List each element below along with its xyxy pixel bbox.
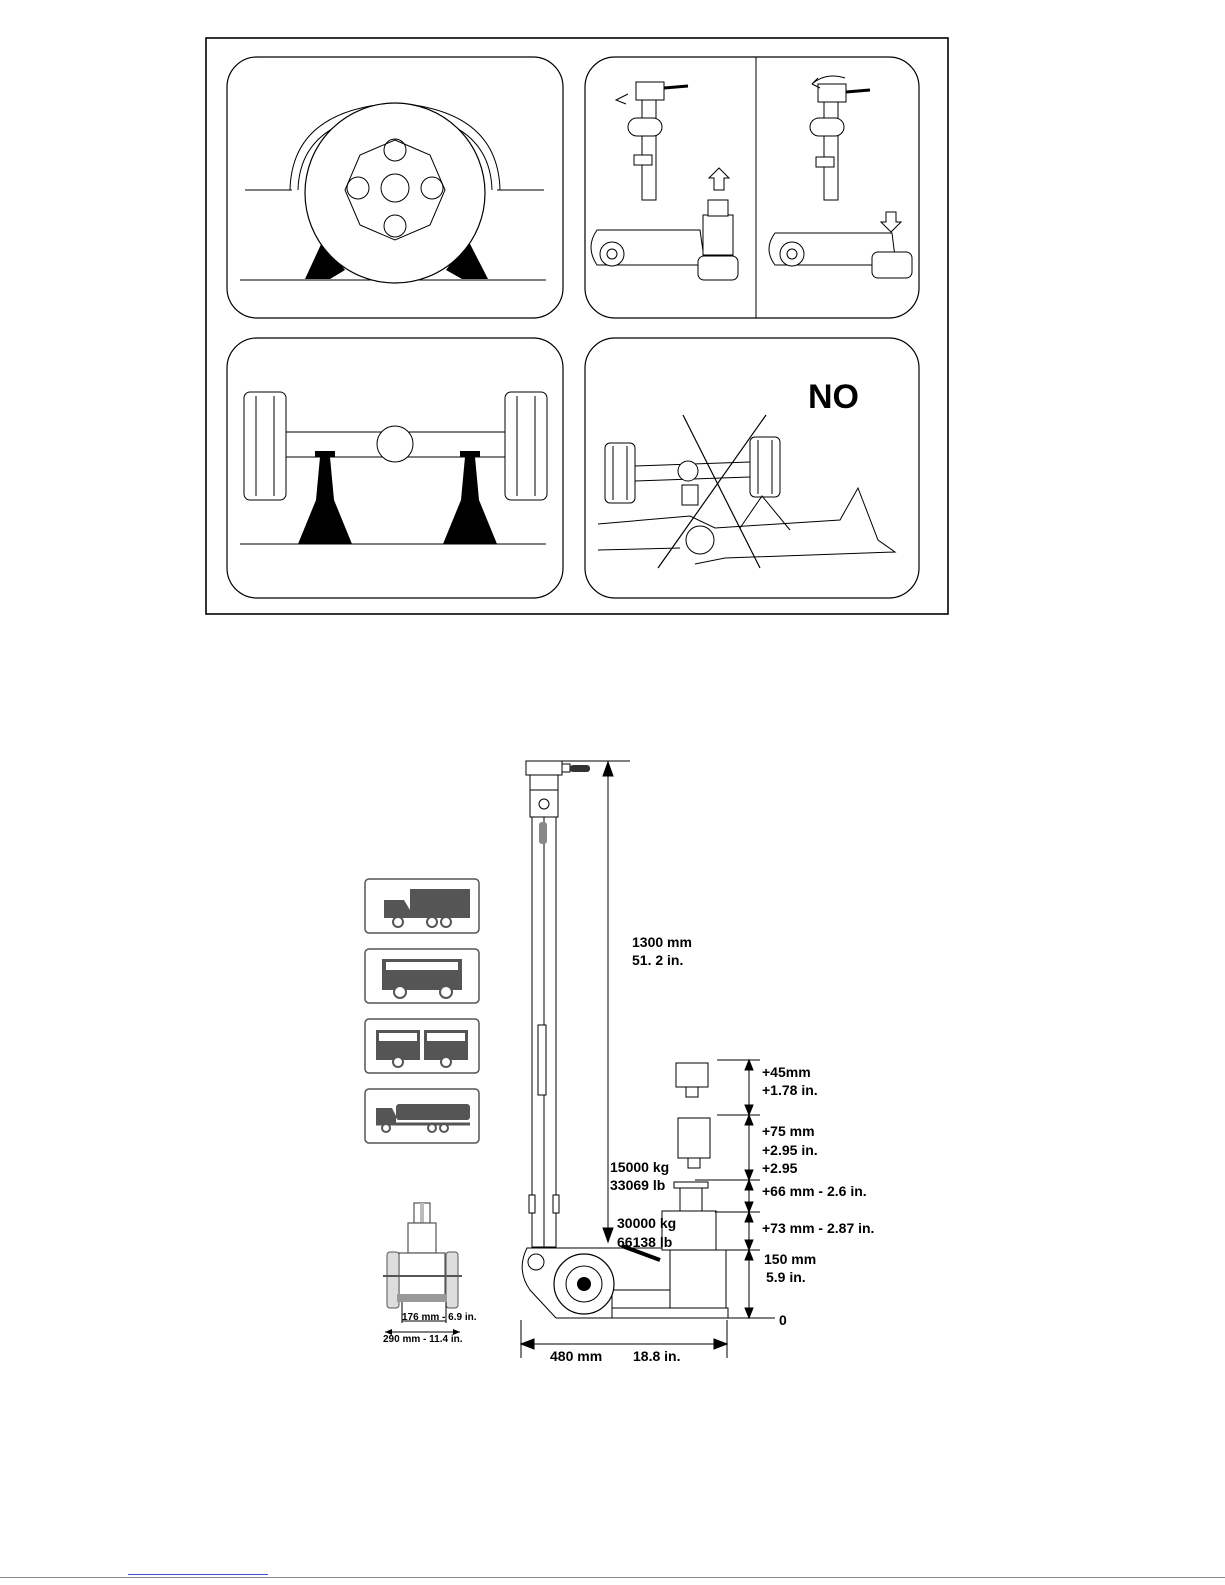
- footer-link[interactable]: [128, 1574, 268, 1575]
- ext2-in: +2.95 in.: [762, 1141, 818, 1159]
- page-bottom-rule: [0, 1577, 1225, 1578]
- ext2-extra: +2.95: [762, 1159, 797, 1177]
- stage2-rise: +73 mm - 2.87 in.: [762, 1219, 874, 1237]
- front-outer-width: 290 mm - 11.4 in.: [383, 1334, 463, 1346]
- stage1-rise: +66 mm - 2.6 in.: [762, 1182, 867, 1200]
- panel-axle-stands: [227, 338, 563, 598]
- panel-valve-operation: [585, 57, 919, 318]
- no-label: NO: [808, 378, 859, 416]
- stage2-lb: 66138 lb: [617, 1233, 672, 1251]
- panel-no-under-vehicle: [585, 338, 919, 598]
- total-height-mm: 1300 mm: [632, 933, 692, 951]
- stage2-kg: 30000 kg: [617, 1214, 676, 1232]
- wheel-icon: [305, 103, 485, 283]
- front-inner-width: 176 mm - 6.9 in.: [402, 1312, 476, 1324]
- articulated-bus-icon: [365, 1019, 479, 1073]
- ext1-in: +1.78 in.: [762, 1081, 818, 1099]
- ext2-mm: +75 mm: [762, 1122, 815, 1140]
- bus-icon: [365, 949, 479, 1003]
- panel-wheel-chocks: [227, 57, 563, 318]
- total-height-in: 51. 2 in.: [632, 951, 683, 969]
- extension-pieces: [676, 1063, 710, 1168]
- tanker-truck-icon: [365, 1089, 479, 1143]
- min-height-mm: 150 mm: [764, 1250, 816, 1268]
- min-height-in: 5.9 in.: [766, 1268, 806, 1286]
- length-in: 18.8 in.: [633, 1347, 680, 1365]
- stage1-lb: 33069 lb: [610, 1176, 665, 1194]
- vehicle-icons: [365, 879, 479, 1143]
- stage1-kg: 15000 kg: [610, 1158, 669, 1176]
- length-mm: 480 mm: [550, 1347, 602, 1365]
- zero-level: 0: [779, 1311, 787, 1329]
- ext1-mm: +45mm: [762, 1063, 811, 1081]
- truck-icon: [365, 879, 479, 933]
